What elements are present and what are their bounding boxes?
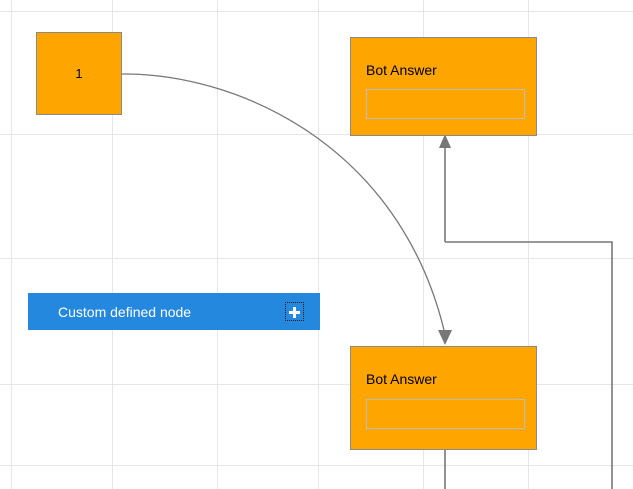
gridline-vertical <box>11 0 12 489</box>
gridline-vertical <box>217 0 218 489</box>
gridline-horizontal <box>0 134 633 135</box>
palette-item-custom-defined-node[interactable]: Custom defined node <box>28 293 320 330</box>
gridline-horizontal <box>0 258 633 259</box>
gridline-vertical <box>112 0 113 489</box>
gridline-vertical <box>318 0 319 489</box>
gridline-horizontal <box>0 384 633 385</box>
bot-answer-bottom-title: Bot Answer <box>366 371 437 387</box>
flow-node-bot-answer-bottom[interactable]: Bot Answer <box>350 346 537 450</box>
bot-answer-bottom-slot[interactable] <box>366 399 525 429</box>
flow-node-bot-answer-top[interactable]: Bot Answer <box>350 37 537 136</box>
flow-node-1[interactable]: 1 <box>36 32 122 115</box>
gridline-horizontal <box>0 465 633 466</box>
bot-answer-top-slot[interactable] <box>366 89 525 119</box>
gridline-horizontal <box>0 11 633 12</box>
flow-node-1-label: 1 <box>75 66 83 81</box>
plus-icon[interactable] <box>285 302 304 321</box>
bot-answer-top-title: Bot Answer <box>366 62 437 78</box>
palette-item-label: Custom defined node <box>58 303 192 320</box>
